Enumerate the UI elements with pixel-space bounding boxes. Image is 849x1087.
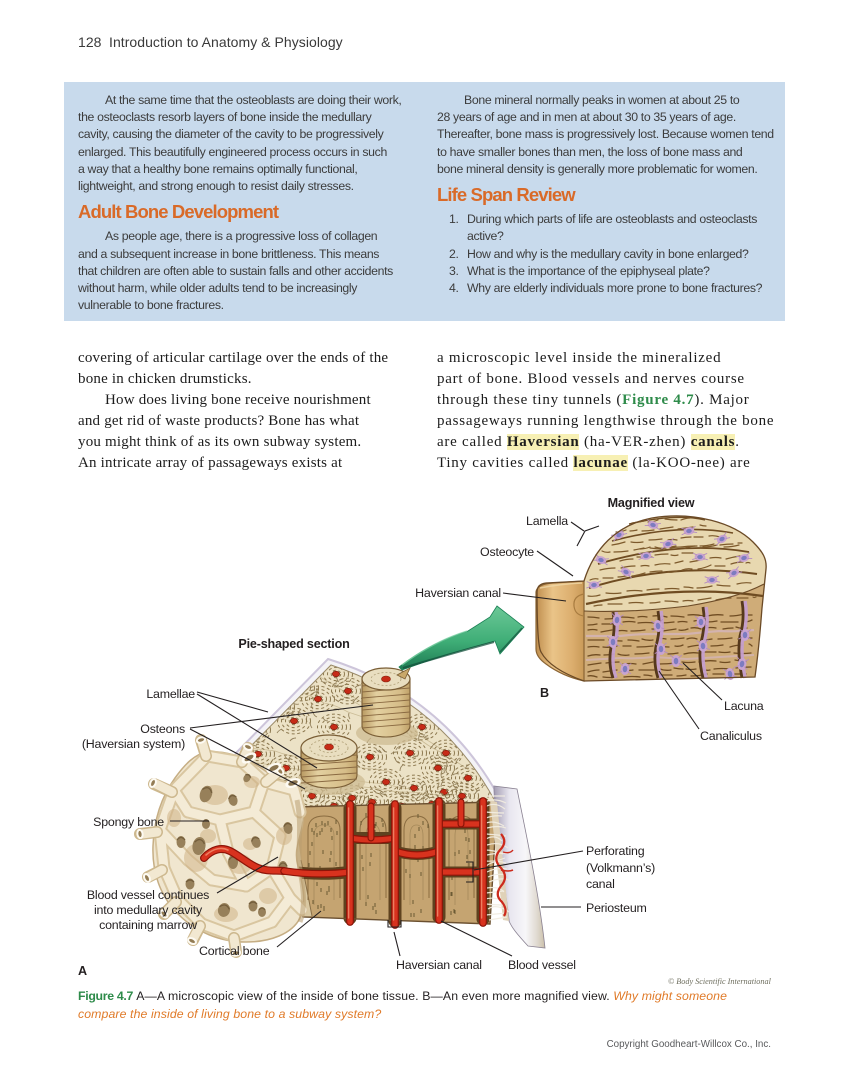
svg-text:canal: canal [586,877,615,891]
svg-text:Blood vessel continues: Blood vessel continues [87,888,209,902]
svg-text:© Body Scientific Internationa: © Body Scientific International [668,977,772,986]
svg-text:Lamellae: Lamellae [146,687,195,701]
svg-text:(Haversian system): (Haversian system) [82,737,185,751]
svg-text:Haversian canal: Haversian canal [415,586,501,600]
svg-text:Osteocyte: Osteocyte [480,545,534,559]
svg-text:Spongy bone: Spongy bone [93,815,164,829]
svg-text:B: B [540,686,549,700]
svg-text:Pie-shaped section: Pie-shaped section [238,637,349,651]
svg-text:Lacuna: Lacuna [724,699,764,713]
svg-text:Magnified view: Magnified view [608,496,695,510]
svg-text:Haversian canal: Haversian canal [396,958,482,972]
svg-text:containing marrow: containing marrow [99,918,197,932]
svg-text:Perforating: Perforating [586,844,645,858]
svg-text:Lamella: Lamella [526,514,568,528]
svg-text:Canaliculus: Canaliculus [700,729,762,743]
svg-text:Osteons: Osteons [140,722,185,736]
svg-text:(Volkmann’s): (Volkmann’s) [586,861,655,875]
svg-text:Blood vessel: Blood vessel [508,958,576,972]
svg-text:A: A [78,964,87,978]
svg-text:into medullary cavity: into medullary cavity [94,903,203,917]
svg-text:Periosteum: Periosteum [586,901,647,915]
svg-text:Cortical bone: Cortical bone [199,944,270,958]
